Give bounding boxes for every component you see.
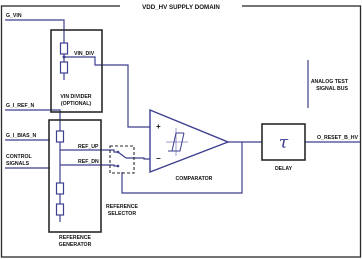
hysteresis-icon [166,128,188,156]
vin-div-node-label: VIN_DIV [74,51,95,57]
analog-test-bus-label-line1: ANALOG TEST [311,79,349,85]
g-vin-label: G_VIN [6,13,22,19]
ref-resistor-1 [55,130,65,143]
vin-div-resistor-top [59,42,69,55]
delay-block [261,123,306,161]
comparator-title: COMPARATOR [176,176,213,182]
g-i-ref-n-label: G_I_REF_N [6,103,35,109]
g-i-bias-n-label: G_I_BIAS_N [6,133,37,139]
reference-selector-title-line2: SELECTOR [108,211,136,217]
ref-up-label: REF_UP [78,144,99,150]
domain-title: VDD_HV SUPPLY DOMAIN [142,4,220,11]
selector-output-wire [126,157,150,160]
hysteresis-feedback-wire [121,142,243,194]
selector-contact-up [116,150,120,154]
ref-dn-wire [60,164,118,167]
comparator-symbol [149,108,230,174]
reference-generator-block [48,119,102,233]
comparator-plus-sign: + [156,122,161,131]
reference-generator-title-line2: GENERATOR [59,242,92,248]
tau-symbol: τ [279,133,289,153]
comparator-minus-sign: − [156,154,161,163]
vin-divider-title-line2: (OPTIONAL) [61,101,92,107]
selector-contact-dn [116,164,120,168]
domain-title-backdrop [120,1,242,11]
control-signals-label-line2: SIGNALS [6,161,30,167]
vin-div-tap-wire [64,56,150,128]
reference-selector-block [109,145,135,174]
wiring [5,19,360,222]
reference-selector-title-line1: REFERENCE [106,204,139,210]
g-i-ref-n-wire [5,109,61,131]
ref-resistor-3 [55,203,65,216]
reference-generator-title-line1: REFERENCE [59,235,92,241]
vin-div-resistor-bottom [59,61,69,74]
vin-divider-block [50,29,103,113]
o-reset-label: O_RESET_B_HV [317,135,358,141]
selector-switch-arm [117,151,127,159]
delay-title: DELAY [275,166,293,172]
g-vin-wire [5,19,65,43]
ref-resistor-2 [55,182,65,195]
analog-test-bus-label-line2: SIGNAL BUS [316,86,348,92]
vin-divider-title-line1: VIN DIVIDER [60,94,91,100]
ref-dn-label: REF_DN [78,159,99,165]
ref-up-wire [60,149,118,153]
vin-div-junction [62,55,66,59]
control-signals-label-line1: CONTROL [6,154,32,160]
